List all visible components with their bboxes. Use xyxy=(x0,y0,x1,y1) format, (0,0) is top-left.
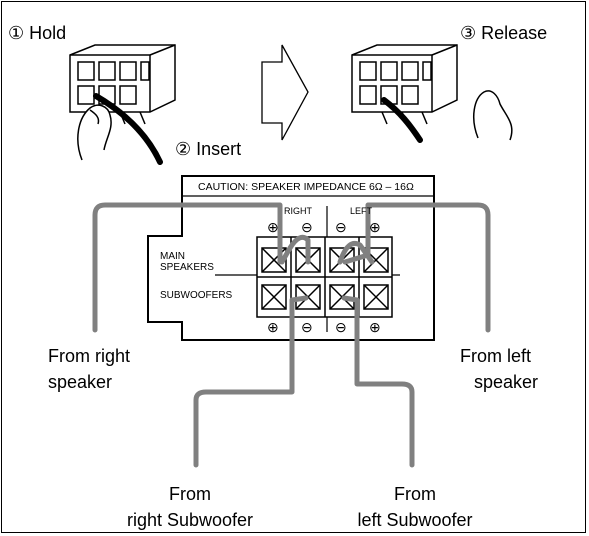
wire-left-main-minus xyxy=(337,240,375,265)
wire-left-main xyxy=(342,202,491,333)
left-channel-label: LEFT xyxy=(350,206,373,216)
from-left-subwoofer-label-2: left Subwoofer xyxy=(357,510,473,530)
polarity-plus-icon: ⊕ xyxy=(369,319,381,335)
caution-text: CAUTION: SPEAKER IMPEDANCE 6Ω – 16Ω xyxy=(198,181,414,193)
main-speakers-label-2: SPEAKERS xyxy=(160,262,214,273)
polarity-minus-icon: ⊖ xyxy=(335,219,347,235)
main-speakers-label-1: MAIN xyxy=(160,251,185,262)
finger-release-icon xyxy=(472,90,513,141)
from-left-subwoofer-label-1: From xyxy=(394,484,436,504)
step-hold-label: ① Hold xyxy=(8,23,67,43)
step-insert-label: ② Insert xyxy=(175,139,242,159)
terminal-block-hold-illustration xyxy=(69,44,176,125)
polarity-plus-icon: ⊕ xyxy=(267,319,279,335)
step-release-label: ③ Release xyxy=(460,23,548,43)
polarity-minus-icon: ⊖ xyxy=(301,319,313,335)
speaker-wire-insert-icon xyxy=(93,93,163,165)
terminal-block-release-illustration xyxy=(351,44,458,125)
from-right-speaker-label-2: speaker xyxy=(48,372,113,392)
wire-right-sub xyxy=(193,295,309,468)
subwoofers-label: SUBWOOFERS xyxy=(160,290,233,301)
from-left-speaker-label-2: speaker xyxy=(474,372,539,392)
polarity-plus-icon: ⊕ xyxy=(369,219,381,235)
speaker-wire-released-icon xyxy=(381,97,423,143)
wire-right-main-plus xyxy=(92,202,283,333)
polarity-minus-icon: ⊖ xyxy=(335,319,347,335)
wire-left-sub xyxy=(341,295,415,468)
from-right-subwoofer-label-2: right Subwoofer xyxy=(126,510,254,530)
from-left-speaker-label-1: From left xyxy=(460,346,532,366)
polarity-minus-icon: ⊖ xyxy=(301,219,313,235)
arrow-right-icon xyxy=(261,44,309,141)
right-channel-label: RIGHT xyxy=(284,206,312,216)
speaker-wires xyxy=(92,202,491,468)
from-right-subwoofer-label-1: From xyxy=(169,484,211,504)
polarity-plus-icon: ⊕ xyxy=(267,219,279,235)
from-right-speaker-label-1: From right xyxy=(48,346,131,366)
finger-hold-icon xyxy=(77,104,112,161)
wire-right-main-minus xyxy=(279,234,311,265)
